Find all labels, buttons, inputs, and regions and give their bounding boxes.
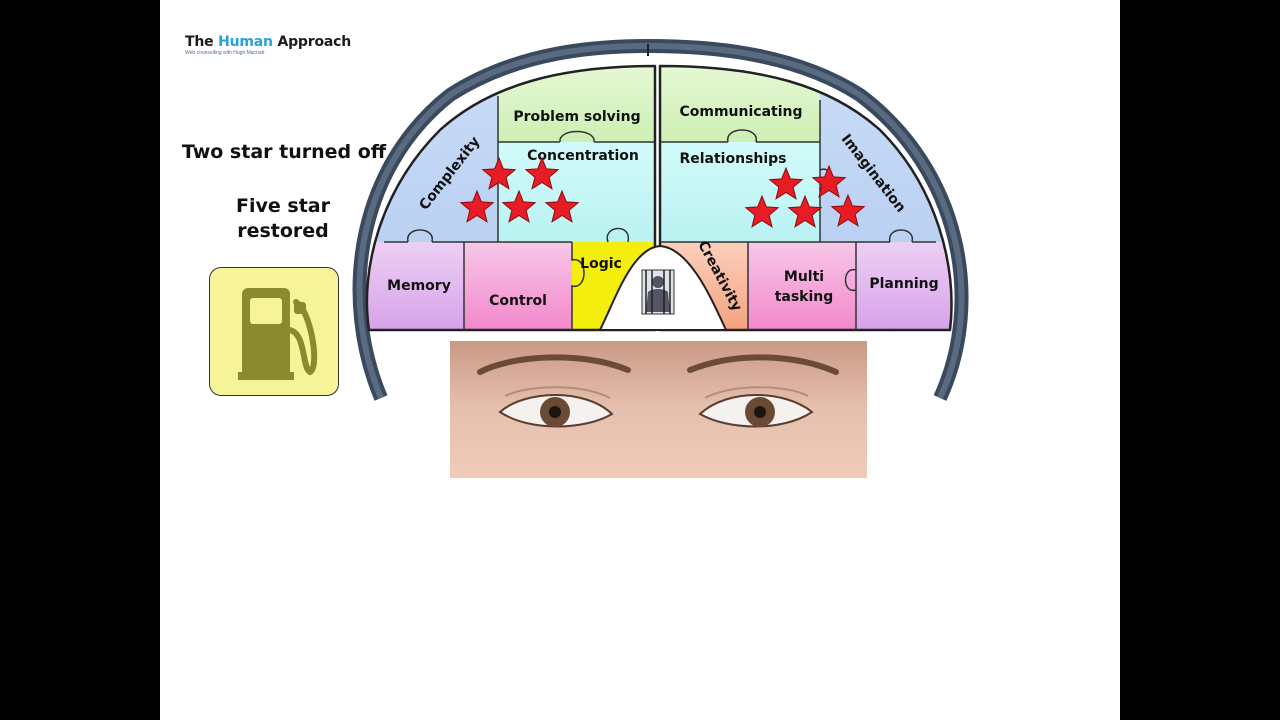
label-communicating: Communicating [679,104,802,120]
brand-part-2: Approach [272,34,351,50]
label-control: Control [489,293,547,309]
brand-name: The Human Approach [185,34,351,50]
region-memory [366,242,464,330]
label-concentration: Concentration [527,148,639,164]
right-star-10 [830,193,866,227]
region-concentration [498,142,655,242]
label-relationships: Relationships [679,151,786,167]
left-star-4 [501,189,537,223]
left-star-3 [459,189,495,223]
label-memory: Memory [387,278,451,294]
label-tasking: tasking [775,289,834,305]
brand-logo: The Human Approach Web counselling with … [185,34,351,56]
fuel-pump-box [209,267,339,396]
brand-accent: Human [218,34,273,50]
label-problem-solving: Problem solving [513,109,640,125]
note-two-star: Two star turned off [181,141,387,163]
left-star-2 [524,156,560,190]
right-star-9 [787,194,823,228]
right-star-6 [768,166,804,200]
stars-layer [459,156,866,228]
note-five-star-line2: restored [237,220,329,242]
left-star-5 [544,189,580,223]
region-problem-solving [498,66,655,142]
label-multi: Multi [784,269,824,285]
label-planning: Planning [869,276,938,292]
region-planning [856,242,952,330]
region-multi-tasking [748,242,856,330]
brand-part-1: The [185,34,219,50]
right-star-8 [744,194,780,228]
fuel-pump-icon [238,288,318,380]
right-star-7 [811,164,847,198]
brand-tagline: Web counselling with Hugh Macnab [185,50,265,56]
eyes-photo [450,341,867,478]
note-five-star-line1: Five star [236,195,330,217]
prisoner-icon [641,269,675,315]
label-logic: Logic [580,256,622,272]
left-star-1 [481,156,517,190]
note-five-star: Five star restored [210,194,356,244]
region-control [464,242,572,330]
